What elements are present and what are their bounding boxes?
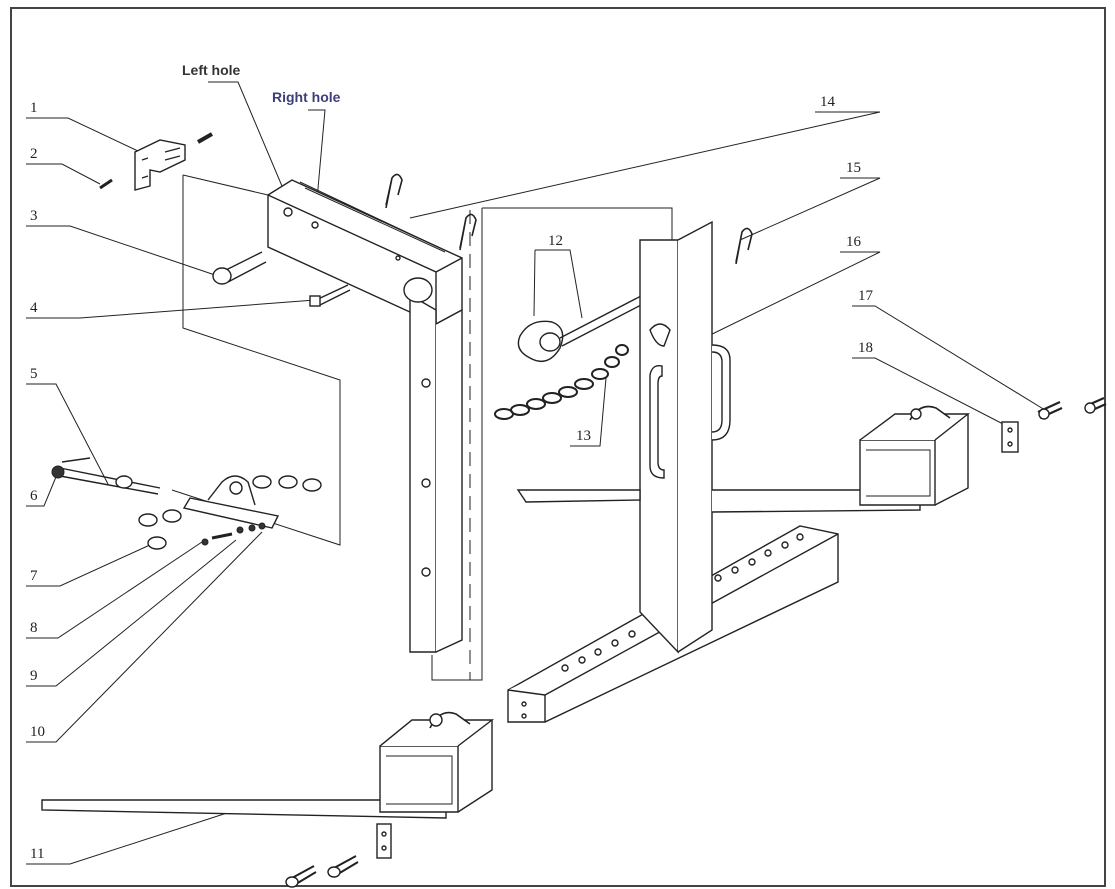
right-fork (516, 405, 971, 513)
right-hole-label: Right hole (272, 89, 341, 105)
part-5-rod (59, 457, 161, 495)
left-l-frame (267, 179, 463, 653)
part-label-5: 5 (30, 366, 38, 382)
pulley-bracket (182, 475, 280, 529)
part-label-11: 11 (30, 846, 44, 862)
part-13-chain (494, 344, 629, 420)
part-labels: 1 2 3 4 5 6 7 8 9 10 11 12 13 14 15 16 1… (30, 94, 874, 862)
part-11-left-fork (41, 711, 495, 819)
part-12-lock-pin (517, 270, 674, 362)
diagram-border (10, 7, 1106, 887)
part-label-6: 6 (30, 488, 38, 504)
right-hole-leader (308, 109, 326, 223)
bottom-hardware (285, 823, 392, 888)
hairpin-clips (385, 173, 753, 265)
leader-lines (26, 111, 1046, 865)
part-label-9: 9 (30, 668, 38, 684)
part-label-17: 17 (858, 288, 874, 304)
part-3-pin (212, 251, 267, 285)
part-label-15: 15 (846, 160, 861, 176)
left-hole-leader (208, 81, 291, 206)
part-label-18: 18 (858, 340, 873, 356)
part-1-bracket (134, 139, 186, 191)
part-6-nut (51, 465, 65, 479)
part-label-12: 12 (548, 233, 563, 249)
left-hole-label: Left hole (182, 62, 241, 78)
part-4-bolt (309, 284, 351, 307)
part-label-13: 13 (576, 428, 591, 444)
part-label-1: 1 (30, 100, 38, 116)
part-label-14: 14 (820, 94, 836, 110)
part-8-10-small-parts (201, 522, 266, 546)
part-17-bolts (1037, 396, 1107, 420)
part-label-7: 7 (30, 568, 38, 584)
part-label-2: 2 (30, 146, 38, 162)
part-18-plate (1001, 421, 1019, 453)
part-label-10: 10 (30, 724, 45, 740)
part-2-bolts (99, 132, 213, 190)
explode-lines (171, 174, 673, 681)
part-label-16: 16 (846, 234, 862, 250)
part-label-4: 4 (30, 300, 38, 316)
part-16-main-frame (507, 220, 839, 723)
part-7-washers (138, 475, 322, 550)
part-label-3: 3 (30, 208, 38, 224)
part-label-8: 8 (30, 620, 38, 636)
